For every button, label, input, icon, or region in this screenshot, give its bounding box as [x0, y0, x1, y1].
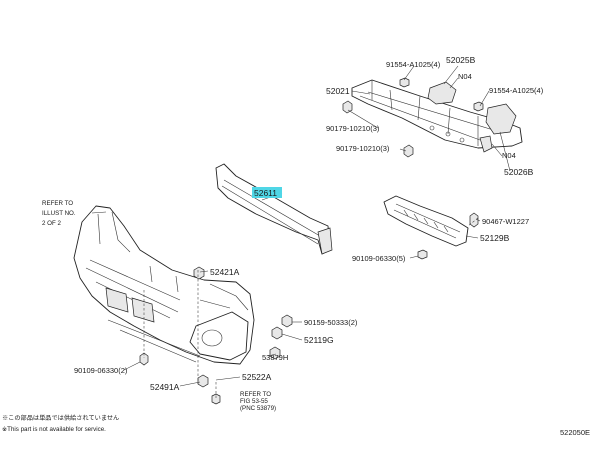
part-labels: 91554-A1025(4) 52025B N04 52021 91554-A1…: [74, 55, 544, 392]
refer-left-line-3: 2 OF 2: [42, 220, 61, 227]
diagram-code: 522050E: [560, 428, 590, 437]
bumper-retainer-52129b: [383, 195, 479, 260]
refer-bottom-line-1: REFER TO: [240, 391, 271, 398]
refer-left-line-1: REFER TO: [42, 200, 73, 207]
label-52522a: 52522A: [242, 372, 272, 382]
label-90179-a: 90179-10210(3): [326, 124, 380, 133]
energy-absorber-52611: [215, 163, 333, 255]
label-52611-highlight: [252, 187, 282, 198]
refer-note-bottom: REFER TO FIG 53-55 (PNC 53879): [240, 391, 276, 412]
label-52129b: 52129B: [480, 233, 510, 243]
label-90109-left: 90109-06330(2): [74, 366, 128, 375]
label-90179-b: 90179-10210(3): [336, 144, 390, 153]
clip-icon: [139, 266, 293, 405]
refer-bottom-line-2: FIG 53-55: [240, 398, 268, 405]
footnote-en: ※This part is not available for service.: [2, 426, 106, 433]
label-n04-bot: N04: [502, 151, 516, 160]
label-52491a: 52491A: [150, 382, 180, 392]
label-n04-top: N04: [458, 72, 472, 81]
label-52026b: 52026B: [504, 167, 534, 177]
leader-lines: [91, 65, 511, 400]
label-52119g: 52119G: [304, 335, 334, 345]
label-90159: 90159-50333(2): [304, 318, 358, 327]
refer-bottom-line-3: (PNC 53879): [240, 405, 276, 412]
footnote: ※この部品は単品では供給されていません ※This part is not av…: [2, 414, 119, 433]
label-52421a: 52421A: [210, 267, 240, 277]
label-52611: 52611: [254, 188, 277, 198]
refer-left-line-2: ILLUST NO.: [42, 210, 76, 217]
bumper-cover: [73, 205, 255, 365]
label-52025b-top: 52025B: [446, 55, 476, 65]
label-90109-right: 90109-06330(5): [352, 254, 406, 263]
footnote-jp: ※この部品は単品では供給されていません: [2, 414, 119, 422]
label-91554-top: 91554-A1025(4): [386, 60, 441, 69]
label-53879h: 53879H: [262, 353, 288, 362]
label-90467: 90467-W1227: [482, 217, 529, 226]
label-91554-right: 91554-A1025(4): [489, 86, 544, 95]
label-52021: 52021: [326, 86, 350, 96]
bumper-reinforcement-52021: [351, 79, 523, 153]
refer-note-left: REFER TO ILLUST NO. 2 OF 2: [42, 200, 76, 227]
